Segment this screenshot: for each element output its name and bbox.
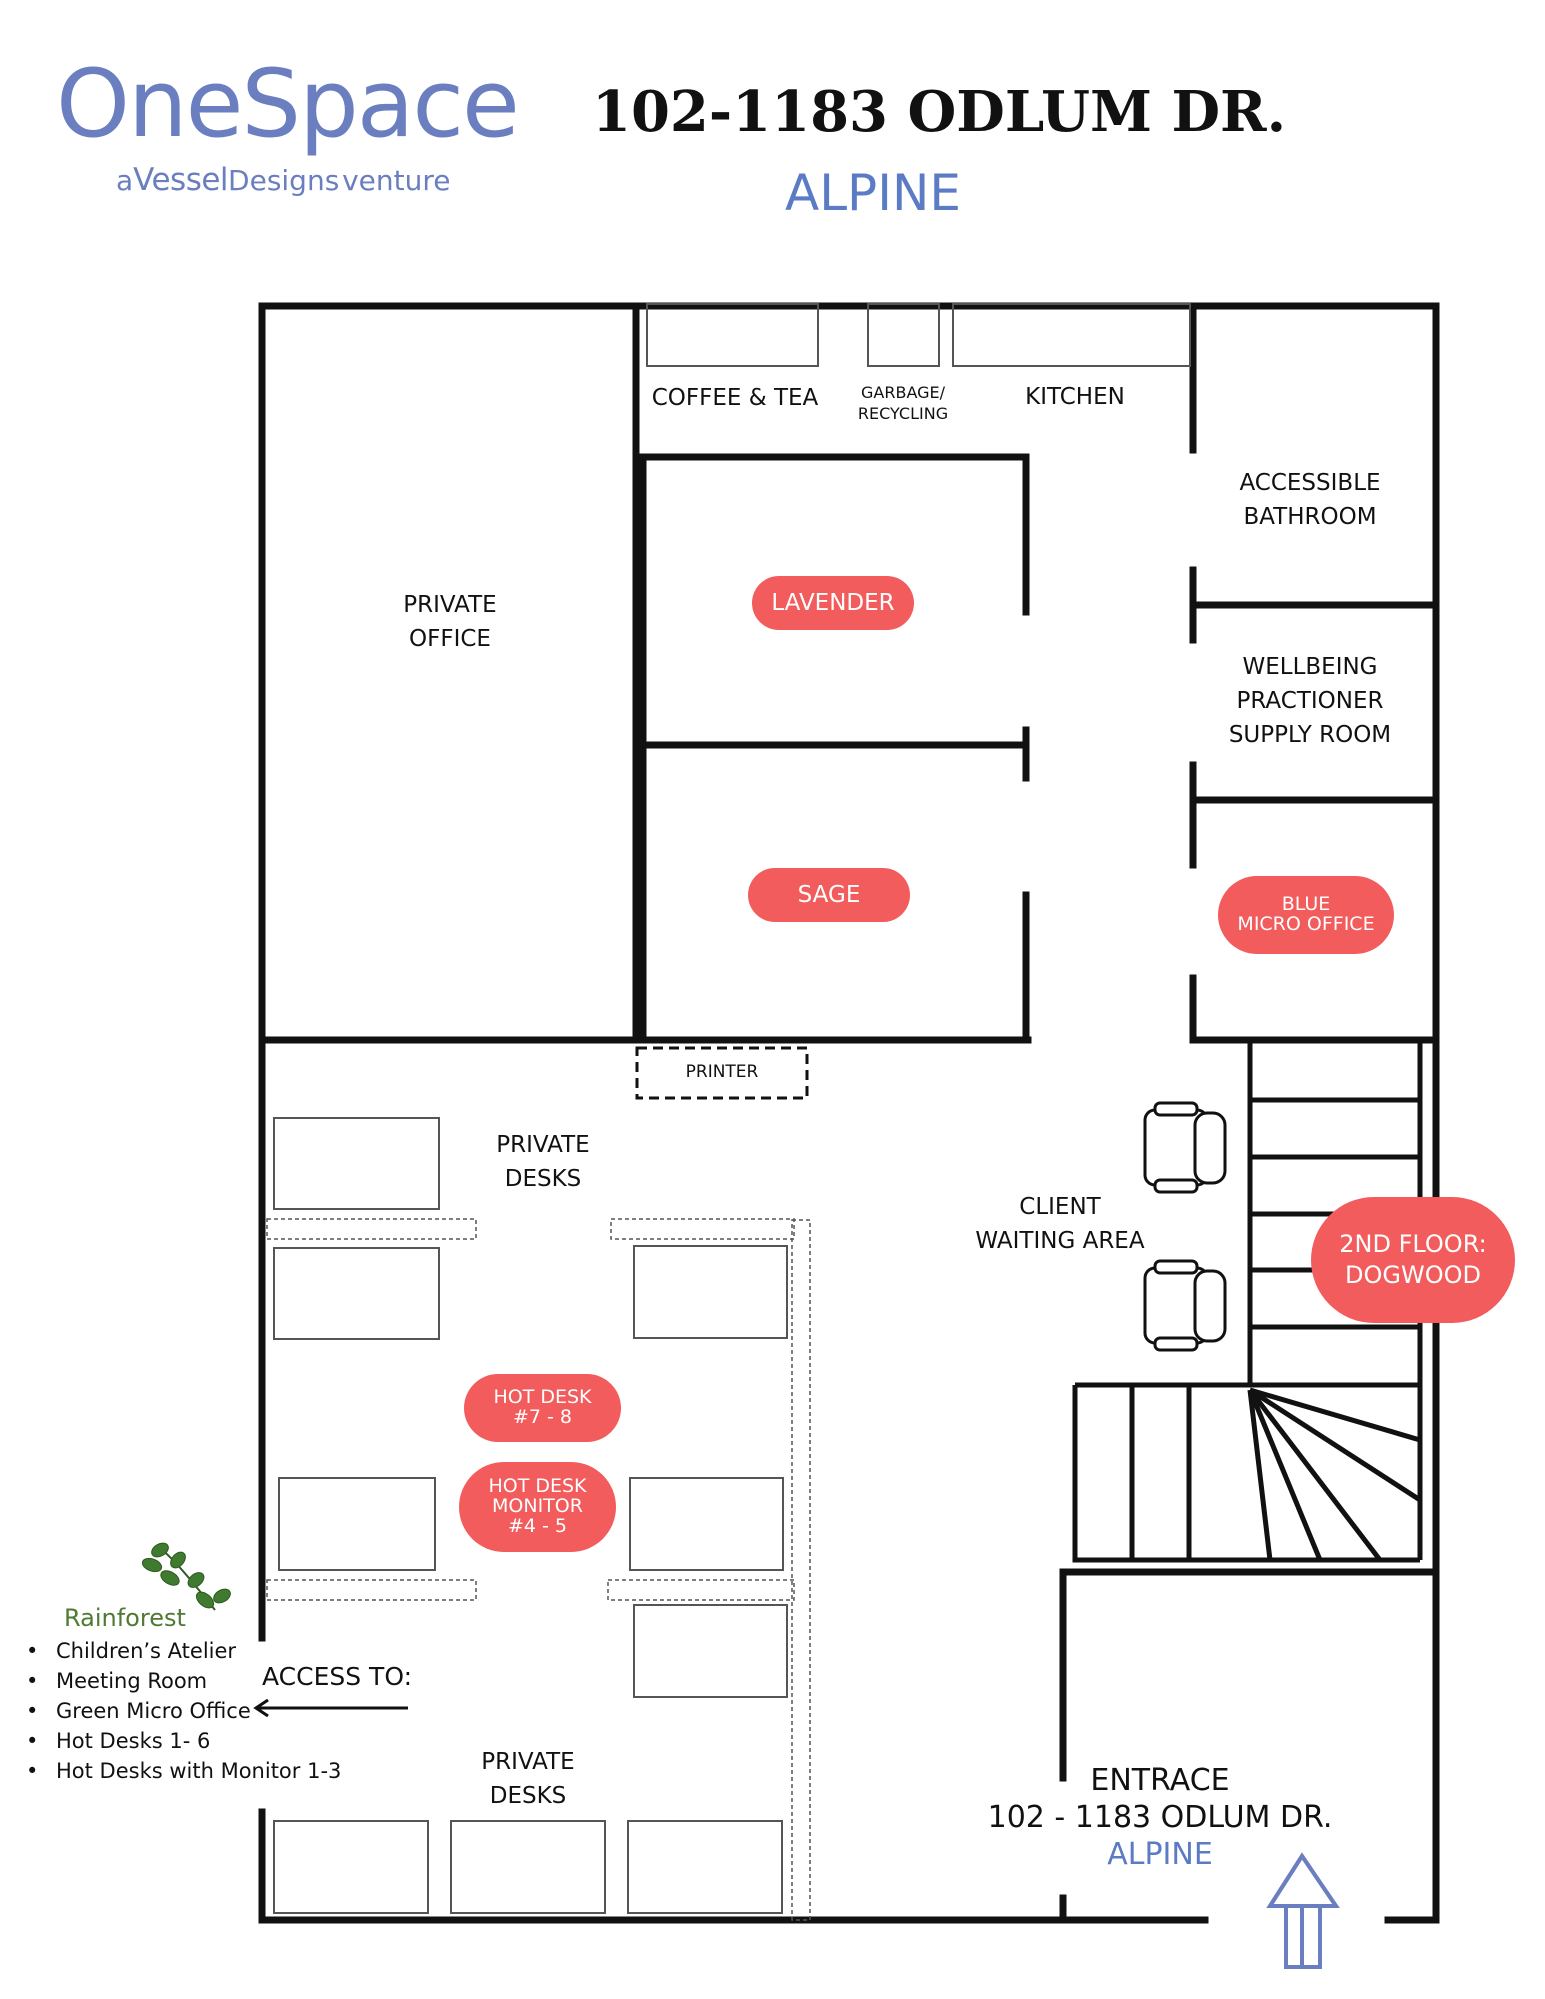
counter-garbage — [867, 303, 940, 367]
desk-divider — [791, 1219, 811, 1921]
counter-kitchen — [952, 303, 1191, 367]
room-label-private-desks-top: PRIVATE DESKS — [496, 1132, 590, 1192]
room-pill-lavender[interactable]: LAVENDER — [752, 576, 914, 630]
access-label: ACCESS TO: — [262, 1662, 412, 1691]
entrance-line-2: 102 - 1183 ODLUM DR. — [987, 1800, 1333, 1835]
desk — [278, 1477, 436, 1571]
desk — [633, 1604, 788, 1698]
desk-divider — [266, 1218, 477, 1240]
logo-tagline-venture: venture — [342, 164, 451, 197]
access-title: Rainforest — [64, 1604, 186, 1632]
room-pill-sage[interactable]: SAGE — [748, 868, 910, 922]
page-subtitle: ALPINE — [785, 164, 961, 222]
desk — [273, 1247, 440, 1340]
room-label-coffee: COFFEE & TEA — [651, 385, 819, 411]
desk — [450, 1820, 606, 1914]
desk — [633, 1245, 788, 1339]
desk — [273, 1820, 429, 1914]
logo-wordmark: OneSpace — [56, 50, 520, 159]
list-item: Hot Desks 1- 6 — [26, 1726, 341, 1756]
room-label-printer: PRINTER — [685, 1062, 759, 1082]
desk — [273, 1117, 440, 1210]
room-label-kitchen: KITCHEN — [1025, 384, 1125, 410]
list-item: Green Micro Office — [26, 1696, 341, 1726]
chair-icon — [1143, 1259, 1227, 1352]
counter-coffee — [646, 303, 819, 367]
printer-box — [635, 1046, 809, 1100]
room-label-waiting: CLIENT WAITING AREA — [975, 1194, 1145, 1254]
page-title: 102-1183 ODLUM DR. — [592, 79, 1287, 145]
room-pill-blue-micro-office[interactable]: BLUE MICRO OFFICE — [1218, 876, 1394, 954]
room-label-bathroom: ACCESSIBLE BATHROOM — [1239, 470, 1381, 530]
access-list: Children’s Atelier Meeting Room Green Mi… — [26, 1636, 341, 1786]
list-item: Meeting Room — [26, 1666, 341, 1696]
list-item: Hot Desks with Monitor 1-3 — [26, 1756, 341, 1786]
room-pill-dogwood[interactable]: 2ND FLOOR: DOGWOOD — [1311, 1197, 1515, 1323]
room-pill-hot-desk-7-8[interactable]: HOT DESK #7 - 8 — [464, 1374, 621, 1442]
logo-tagline-vessel: Vessel — [133, 162, 229, 198]
entrance-label: ENTRACE 102 - 1183 ODLUM DR. ALPINE — [960, 1762, 1360, 1873]
desk-divider — [610, 1218, 795, 1240]
logo-tagline: aVesselDesigns venture — [116, 165, 450, 196]
desk — [629, 1477, 784, 1571]
room-pill-hot-desk-monitor-4-5[interactable]: HOT DESK MONITOR #4 - 5 — [459, 1462, 616, 1552]
desk-divider — [607, 1579, 795, 1601]
logo-tagline-a: a — [116, 164, 134, 197]
room-label-private-desks-bottom: PRIVATE DESKS — [481, 1749, 575, 1809]
chair-icon — [1143, 1101, 1227, 1194]
desk-divider — [266, 1579, 477, 1601]
room-label-wellbeing: WELLBEING PRACTIONER SUPPLY ROOM — [1228, 654, 1392, 748]
plant-icon — [141, 1542, 231, 1611]
arrow-up-icon-outline — [1266, 1852, 1340, 1969]
room-label-private-office: PRIVATE OFFICE — [403, 592, 497, 652]
logo-tagline-designs: Designs — [228, 164, 340, 197]
list-item: Children’s Atelier — [26, 1636, 341, 1666]
entrance-line-1: ENTRACE — [1090, 1763, 1230, 1798]
desk — [627, 1820, 783, 1914]
room-label-garbage: GARBAGE/ RECYCLING — [857, 383, 949, 423]
entrance-line-3: ALPINE — [1107, 1837, 1213, 1872]
